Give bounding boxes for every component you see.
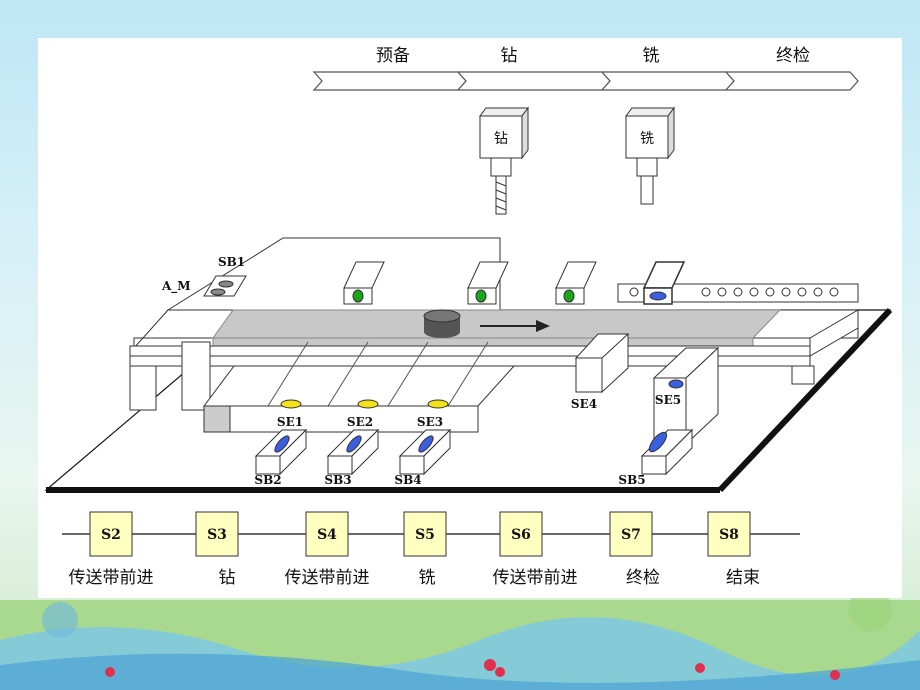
drill-tool-icon: 钻 xyxy=(479,106,529,215)
sb4-button: SB4 xyxy=(394,428,452,487)
se3-label: SE3 xyxy=(417,415,443,429)
step-s4-id: S4 xyxy=(317,527,337,543)
step-sequence: S2 传送带前进 S3 钻 S4 传送带前进 S5 铣 S6 传送带前进 S7 … xyxy=(62,511,800,588)
step-s6-desc: 传送带前进 xyxy=(493,568,578,588)
step-s2: S2 传送带前进 xyxy=(69,511,154,588)
top-sensor-1 xyxy=(343,261,385,305)
stage-label-inspect: 终检 xyxy=(776,46,810,66)
top-sensor-3 xyxy=(555,261,597,305)
step-s7-id: S7 xyxy=(621,527,641,543)
sb3-button: SB3 xyxy=(324,428,380,487)
step-s6-id: S6 xyxy=(511,527,531,543)
se2-label: SE2 xyxy=(347,415,373,429)
direction-arrow xyxy=(480,320,550,332)
machine-body xyxy=(129,237,859,411)
step-s6: S6 传送带前进 xyxy=(493,511,578,588)
se5-sensor: SE5 xyxy=(652,346,720,446)
step-s3: S3 钻 xyxy=(195,511,239,588)
mill-label: 铣 xyxy=(640,131,654,147)
step-s4-desc: 传送带前进 xyxy=(285,568,370,588)
sb3-label: SB3 xyxy=(324,473,351,487)
step-s3-id: S3 xyxy=(207,527,227,543)
step-s8-desc: 结束 xyxy=(726,568,760,588)
sb5-button: SB5 xyxy=(618,428,694,487)
conveyor-diagram: 预备 钻 铣 终检 钻 铣 xyxy=(44,38,893,588)
front-platform: SE1 SE2 SE3 xyxy=(203,341,516,433)
top-sensor-2 xyxy=(467,261,509,305)
sb2-button: SB2 xyxy=(254,428,308,487)
sb1-label: SB1 xyxy=(218,255,245,269)
sb5-label: SB5 xyxy=(618,473,645,487)
step-s3-desc: 钻 xyxy=(219,568,236,588)
workpiece xyxy=(423,309,461,338)
step-s5: S5 铣 xyxy=(403,511,447,588)
step-s2-id: S2 xyxy=(101,527,121,543)
sb1-switch: SB1 A_M xyxy=(161,255,247,297)
a-m-label: A_M xyxy=(161,279,191,294)
drill-label: 钻 xyxy=(494,131,508,147)
se5-label: SE5 xyxy=(655,393,681,407)
se4-sensor: SE4 xyxy=(571,332,630,411)
step-s7-desc: 终检 xyxy=(626,568,660,588)
step-s5-id: S5 xyxy=(415,527,435,543)
top-sensor-4 xyxy=(642,261,686,305)
se1-label: SE1 xyxy=(277,415,303,429)
stage-label-mill: 铣 xyxy=(643,46,660,66)
stage-label-drill: 钻 xyxy=(501,46,518,66)
step-s4: S4 传送带前进 xyxy=(285,511,370,588)
mill-tool-icon: 铣 xyxy=(625,106,675,205)
step-s2-desc: 传送带前进 xyxy=(69,568,154,588)
process-stage-bar: 预备 钻 铣 终检 xyxy=(312,38,859,91)
step-s8: S8 结束 xyxy=(707,511,760,588)
stage-label-prepare: 预备 xyxy=(376,46,410,66)
diagram-panel: 预备 钻 铣 终检 钻 铣 xyxy=(38,38,902,598)
step-s7: S7 终检 xyxy=(609,511,660,588)
top-sensors xyxy=(343,261,686,305)
step-s8-id: S8 xyxy=(719,527,739,543)
sb2-label: SB2 xyxy=(254,473,281,487)
step-s5-desc: 铣 xyxy=(419,568,436,588)
se4-label: SE4 xyxy=(571,397,597,411)
sensor-holes xyxy=(629,287,839,297)
sb4-label: SB4 xyxy=(394,473,421,487)
